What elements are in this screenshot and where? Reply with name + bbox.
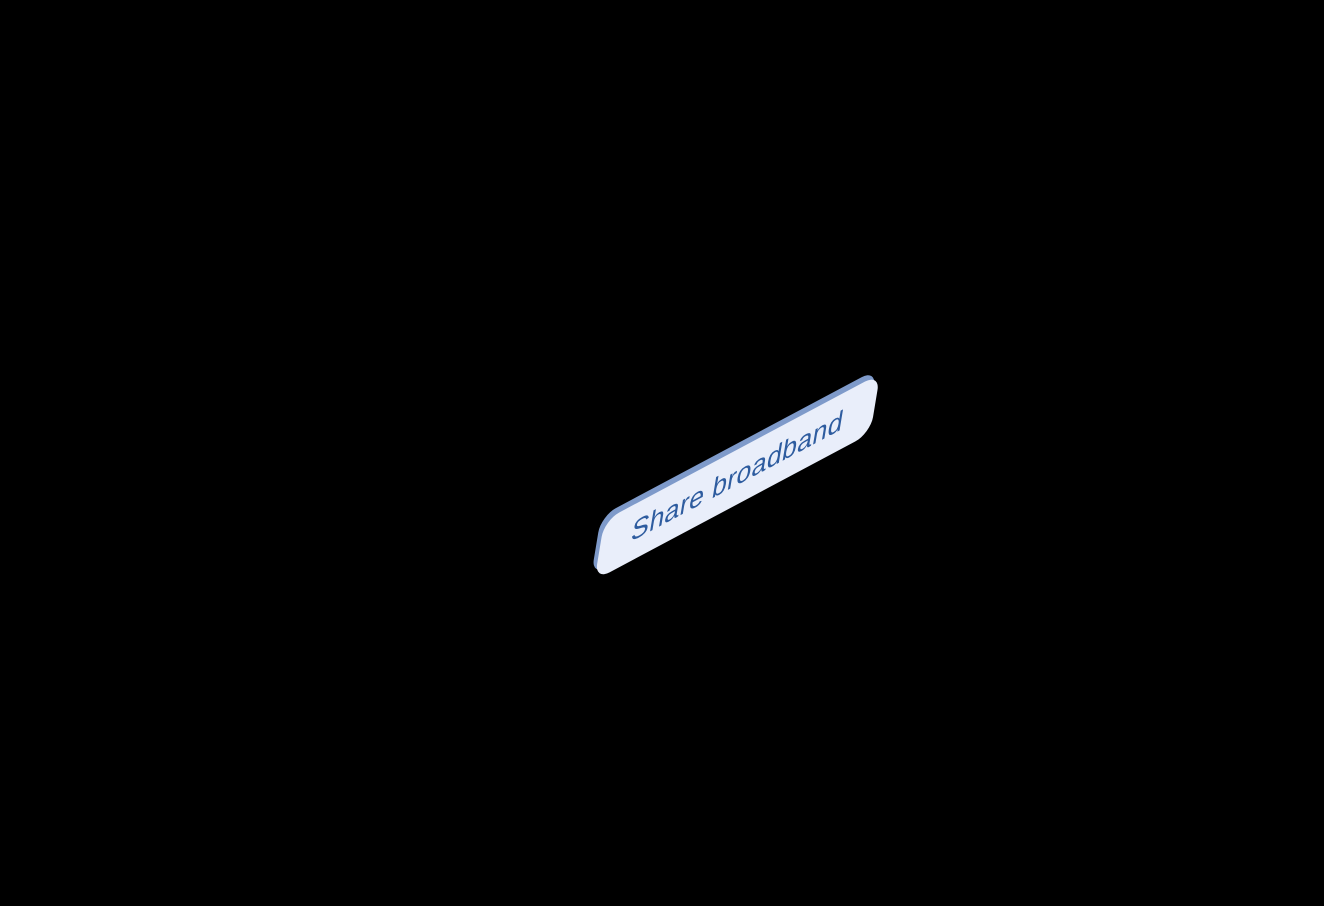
button-face: Share broadband [594,373,881,581]
share-broadband-button[interactable]: Share broadband [591,369,881,581]
button-label: Share broadband [628,404,846,549]
